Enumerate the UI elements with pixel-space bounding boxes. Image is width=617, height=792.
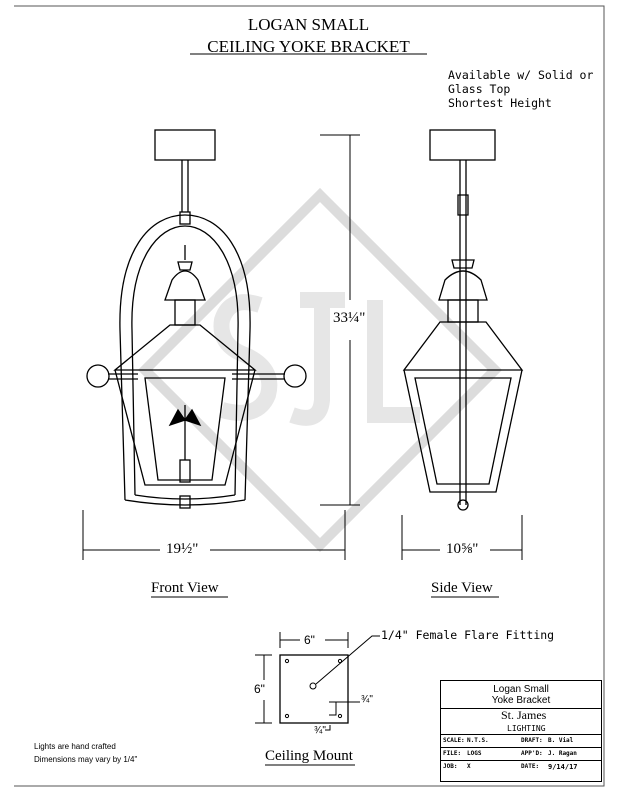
watermark-logo <box>137 187 503 553</box>
side-view-label: Side View <box>431 580 493 596</box>
note-line: Glass Top <box>448 82 511 96</box>
mount-height-dimension: 6" <box>254 682 265 696</box>
job-row: JOB: X DATE: 9/14/17 <box>441 760 601 773</box>
footnote-line: Dimensions may vary by 1/4" <box>34 755 138 764</box>
value: 9/14/17 <box>548 763 578 771</box>
availability-note: Available w/ Solid or Glass Top Shortest… <box>448 68 593 110</box>
sheet-border <box>14 5 605 787</box>
front-view-lantern <box>86 129 307 509</box>
title-block: Logan Small Yoke Bracket St. James LIGHT… <box>440 680 602 782</box>
dimension-lines <box>82 134 523 731</box>
title-block-name: Logan Small Yoke Bracket <box>441 684 601 706</box>
ceiling-mount-label: Ceiling Mount <box>265 748 353 764</box>
front-width-dimension: 19½" <box>166 541 199 557</box>
label: DATE: <box>521 763 540 770</box>
height-dimension: 33¼" <box>333 310 366 327</box>
scale-row: SCALE:N.T.S. DRAFT: B. Vial <box>441 734 601 747</box>
fitting-callout: 1/4" Female Flare Fitting <box>381 628 555 642</box>
label: SCALE: <box>443 737 465 744</box>
footnote-line: Lights are hand crafted <box>34 742 116 751</box>
value: N.T.S. <box>467 737 489 744</box>
side-view-lantern <box>402 129 524 511</box>
name-line: Yoke Bracket <box>491 695 551 706</box>
title-line-1: LOGAN SMALL <box>247 15 370 34</box>
mount-width-dimension: 6" <box>304 633 315 647</box>
value: LOGS <box>467 750 482 757</box>
company-row: St. James LIGHTING <box>441 708 601 734</box>
name-line: Logan Small <box>493 684 549 695</box>
label: FILE: <box>443 750 462 757</box>
label: APP'D: <box>521 750 543 757</box>
title-line-2: CEILING YOKE BRACKET <box>207 37 410 56</box>
label: JOB: <box>443 763 458 770</box>
value: B. Vial <box>548 737 574 744</box>
company-name: St. James <box>501 708 547 722</box>
note-line: Available w/ Solid or <box>448 68 594 82</box>
hole-offset-y: ¾" <box>361 694 373 705</box>
company-subtitle: LIGHTING <box>507 724 546 733</box>
value: X <box>467 763 471 770</box>
hole-offset-x: ¾" <box>314 725 326 736</box>
drawing-title: LOGAN SMALL CEILING YOKE BRACKET <box>0 14 617 58</box>
front-view-label: Front View <box>151 580 219 596</box>
value: J. Ragan <box>548 750 577 757</box>
label: DRAFT: <box>521 737 543 744</box>
side-width-dimension: 10⅝" <box>446 541 479 557</box>
note-line: Shortest Height <box>448 96 552 110</box>
file-row: FILE: LOGS APP'D: J. Ragan <box>441 747 601 760</box>
footnote: Lights are hand crafted Dimensions may v… <box>34 740 137 766</box>
